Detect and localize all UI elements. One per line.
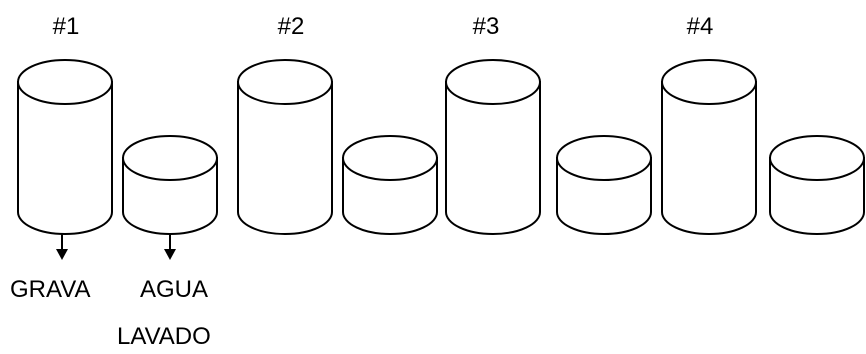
tall-cylinder-1 [17, 59, 113, 235]
short-cylinder-3 [556, 135, 652, 235]
tall-cylinder-2 [237, 59, 333, 235]
group-label-4: #4 [687, 13, 714, 40]
short-cylinder-1 [122, 135, 218, 235]
tall-cylinder-3 [445, 59, 541, 235]
short-cylinder-2 [342, 135, 438, 235]
water-label: AGUA [140, 276, 208, 303]
short-cylinder-4 [769, 135, 865, 235]
group-label-1: #1 [53, 13, 80, 40]
washing-label: LAVADO [117, 323, 211, 350]
gravel-label: GRAVA [10, 276, 90, 303]
group-label-2: #2 [278, 13, 305, 40]
gravel-outflow-arrow [56, 234, 68, 260]
tall-cylinder-4 [661, 59, 757, 235]
water-outflow-arrow [164, 234, 176, 260]
group-label-3: #3 [473, 13, 500, 40]
